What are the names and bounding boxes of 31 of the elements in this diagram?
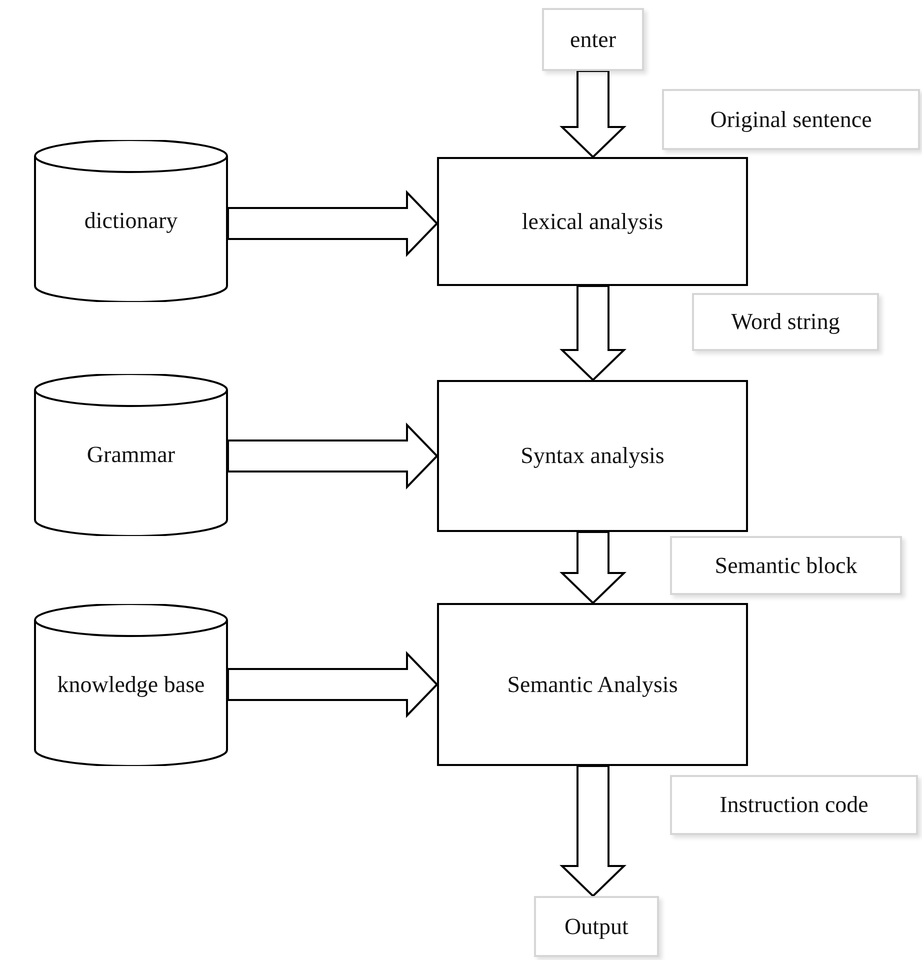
process-box (437, 157, 748, 286)
node-label: Output (564, 914, 630, 940)
block-arrow (560, 531, 626, 604)
node-label: lexical analysis (520, 208, 664, 234)
block-arrow (560, 70, 626, 158)
node-label: knowledge base (56, 672, 206, 698)
node-label: Instruction code (718, 792, 870, 818)
node-label: Grammar (86, 442, 176, 468)
node-label: Word string (730, 309, 841, 335)
block-arrow (560, 285, 626, 382)
label-box (662, 89, 920, 150)
node-label: Original sentence (709, 106, 873, 132)
block-arrow (560, 765, 626, 898)
process-box (437, 380, 748, 532)
label-box (542, 8, 644, 71)
label-box (692, 293, 879, 351)
database-cylinder (34, 604, 228, 766)
node-label: dictionary (83, 208, 179, 234)
node-label: Semantic Analysis (506, 672, 679, 698)
process-box (437, 603, 748, 766)
block-arrow (227, 651, 438, 718)
label-box (670, 775, 918, 835)
node-label: enter (569, 26, 617, 52)
block-arrow (227, 190, 438, 257)
node-label: Semantic block (714, 552, 858, 578)
label-box (670, 536, 902, 595)
node-label: Syntax analysis (520, 443, 666, 469)
label-box (534, 896, 659, 957)
block-arrow (227, 422, 438, 490)
database-cylinder (34, 374, 228, 536)
database-cylinder (34, 140, 228, 302)
